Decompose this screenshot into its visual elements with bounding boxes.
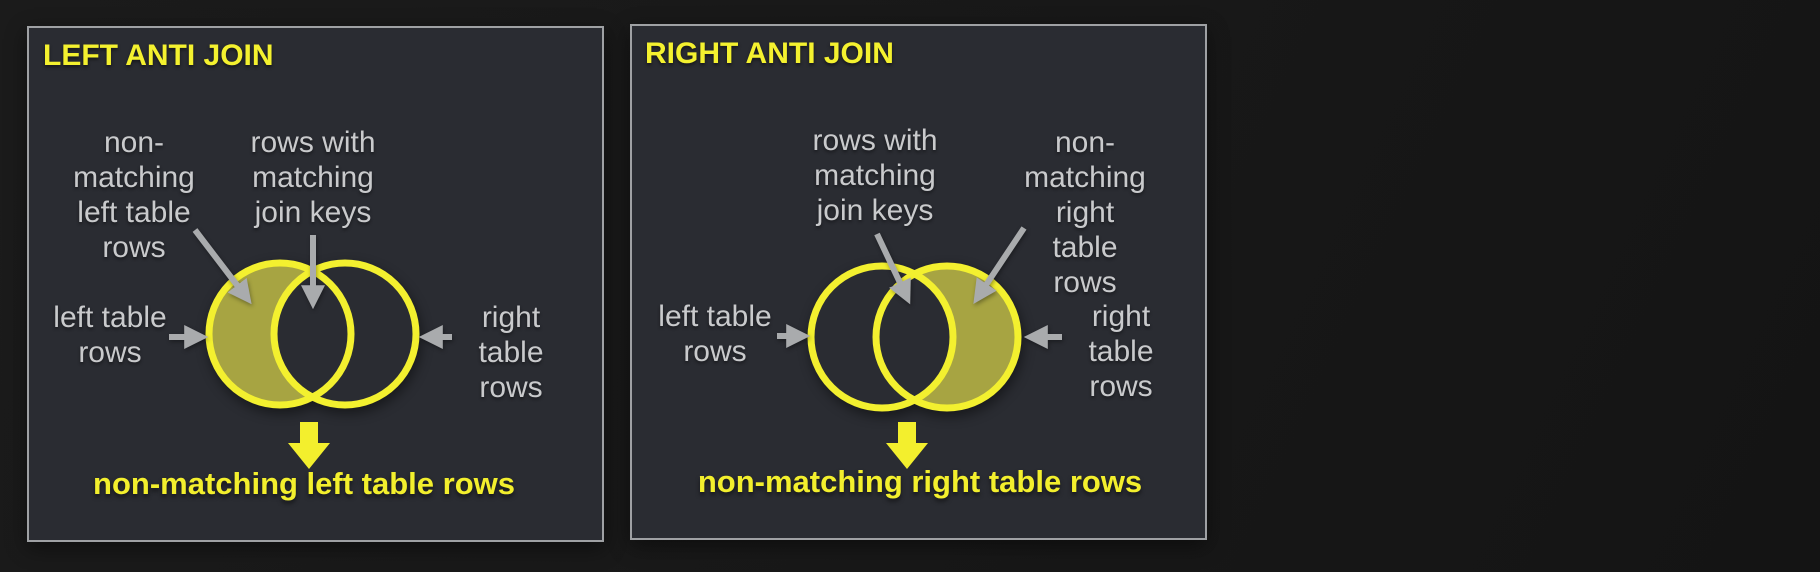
non-matching-arrow-icon bbox=[973, 226, 1027, 304]
venn-diagram bbox=[777, 226, 1062, 469]
panel-title: RIGHT ANTI JOIN bbox=[645, 37, 894, 70]
label-non-matching-right-rows: non- matching right table rows bbox=[1024, 126, 1146, 299]
right-circle-outline bbox=[270, 259, 420, 409]
result-caption: non-matching right table rows bbox=[697, 464, 1143, 499]
label-right-table-rows: right table rows bbox=[478, 301, 544, 404]
left-circle-outline bbox=[807, 262, 957, 412]
result-down-arrow-icon bbox=[886, 422, 928, 469]
label-left-table-rows: left table rows bbox=[53, 301, 167, 369]
result-caption: non-matching left table rows bbox=[93, 466, 515, 501]
non-matching-arrow-icon bbox=[192, 228, 252, 305]
result-down-arrow-icon bbox=[288, 422, 330, 469]
annotation-arrows bbox=[777, 226, 1062, 349]
right-anti-join-panel: RIGHT ANTI JOIN rows with matching join … bbox=[630, 24, 1207, 540]
label-matching-join-keys: rows with matching join keys bbox=[812, 124, 938, 227]
label-matching-join-keys: rows with matching join keys bbox=[250, 126, 376, 229]
label-left-table-rows: left table rows bbox=[658, 300, 772, 368]
overlap-cutout bbox=[811, 266, 953, 408]
label-right-table-rows: right table rows bbox=[1088, 300, 1154, 403]
left-anti-join-panel: LEFT ANTI JOIN non- matching left table … bbox=[27, 26, 604, 542]
panel-title: LEFT ANTI JOIN bbox=[43, 39, 274, 72]
matching-keys-arrow-icon bbox=[874, 232, 911, 305]
left-circle-outline bbox=[205, 259, 355, 409]
annotation-arrows bbox=[169, 228, 452, 349]
label-non-matching-left-rows: non- matching left table rows bbox=[73, 126, 195, 264]
venn-diagram bbox=[169, 228, 452, 469]
right-circle-outline bbox=[872, 262, 1022, 412]
venn-circles bbox=[807, 262, 1022, 412]
